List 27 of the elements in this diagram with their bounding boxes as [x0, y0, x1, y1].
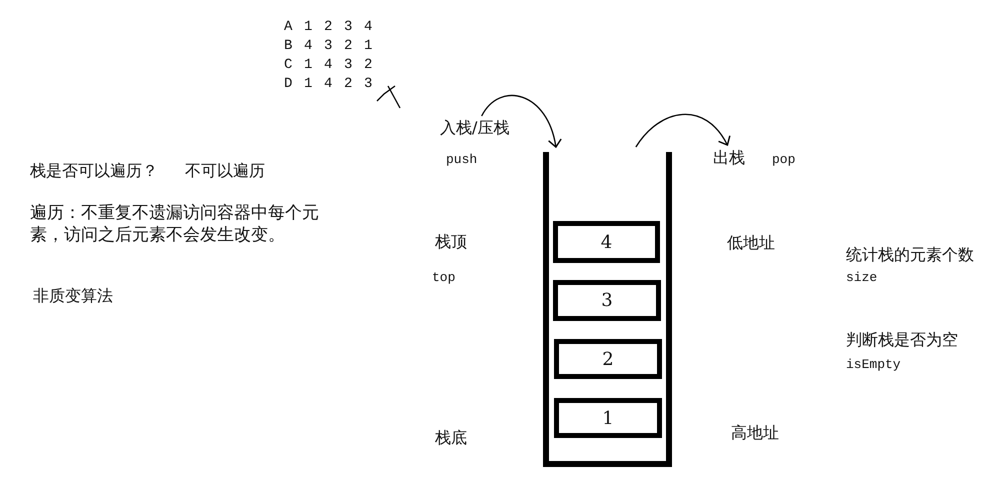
operation-label: isEmpty [846, 356, 901, 374]
definition-text: 遍历：不重复不遗漏访问容器中每个元素，访问之后元素不会发生改变。 [30, 202, 320, 246]
curved-arrow [481, 95, 562, 148]
operation-label: 判断栈是否为空 [846, 330, 958, 350]
operation-label: 入栈/压栈 [440, 118, 510, 138]
answer-text: 不可以遍历 [185, 161, 265, 181]
position-label: 栈底 [435, 428, 467, 448]
sequence-text: B 4 3 2 1 [284, 37, 374, 56]
element-box: 3 [553, 280, 661, 321]
note-text: 非质变算法 [33, 286, 113, 306]
address-label: 高地址 [731, 423, 779, 443]
element-box: 2 [554, 339, 662, 379]
operation-label: 统计栈的元素个数 [846, 245, 974, 265]
operation-label: size [846, 269, 878, 287]
operation-label: 出栈 [713, 148, 745, 168]
operation-label: pop [772, 151, 796, 169]
element-box: 1 [554, 398, 662, 438]
operation-label: push [446, 151, 478, 169]
question-text: 栈是否可以遍历？ [30, 161, 158, 181]
sequence-text: C 1 4 3 2 [284, 56, 374, 75]
sequence-text: A 1 2 3 4 [284, 18, 374, 37]
curved-arrow [635, 114, 730, 148]
address-label: 低地址 [727, 233, 775, 253]
sequence-text: D 1 4 2 3 [284, 75, 374, 94]
element-box: 4 [553, 221, 660, 263]
position-label: 栈顶 [435, 232, 467, 252]
position-label: top [432, 269, 456, 287]
